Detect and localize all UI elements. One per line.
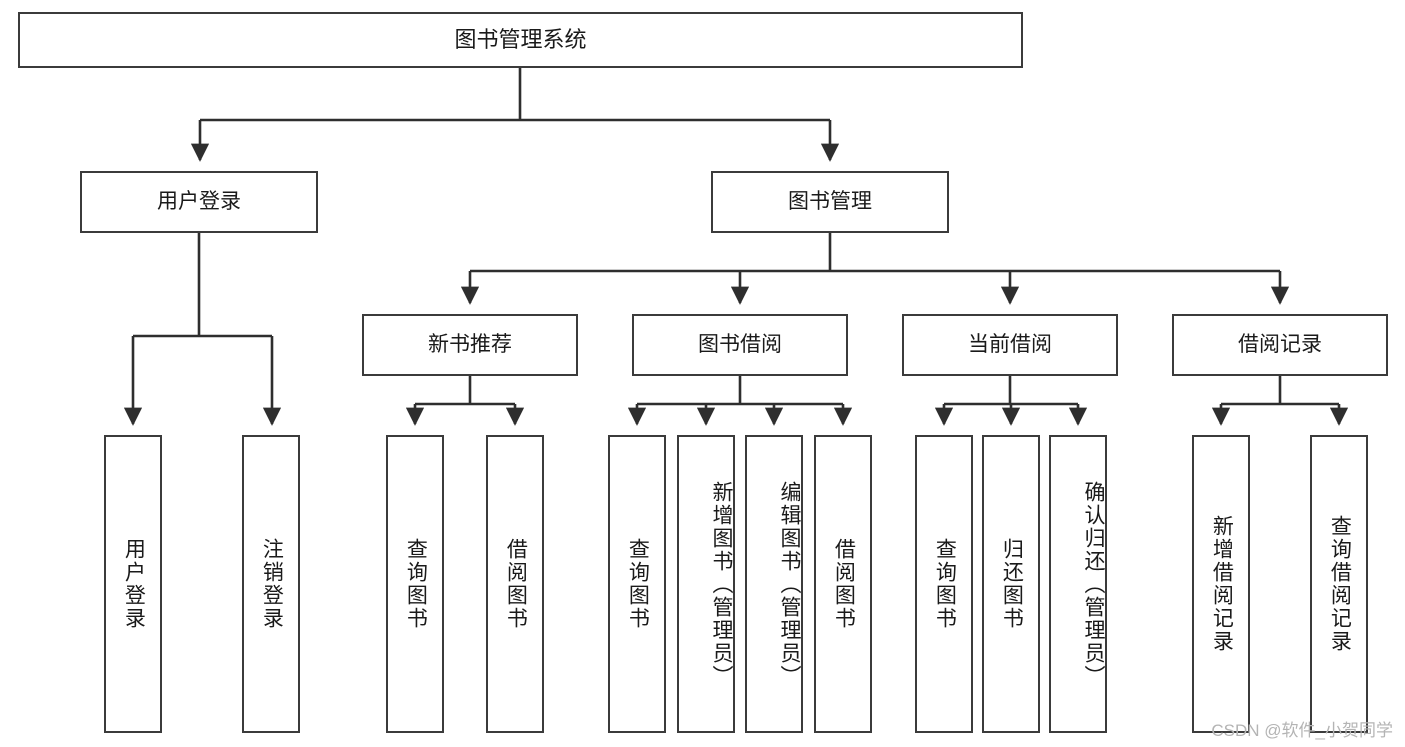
- node-borrow-record[interactable]: 借阅记录: [1172, 314, 1388, 376]
- leaf-edit-book-admin[interactable]: 编辑图书（管理员）: [745, 435, 803, 733]
- node-book-management[interactable]: 图书管理: [711, 171, 949, 233]
- leaf-query-borrow-record[interactable]: 查询借阅记录: [1310, 435, 1368, 733]
- leaf-return-book[interactable]: 归还图书: [982, 435, 1040, 733]
- node-root[interactable]: 图书管理系统: [18, 12, 1023, 68]
- node-user-login[interactable]: 用户登录: [80, 171, 318, 233]
- node-new-book-recommend[interactable]: 新书推荐: [362, 314, 578, 376]
- leaf-add-borrow-record[interactable]: 新增借阅记录: [1192, 435, 1250, 733]
- leaf-add-book-admin[interactable]: 新增图书（管理员）: [677, 435, 735, 733]
- leaf-user-login[interactable]: 用户登录: [104, 435, 162, 733]
- leaf-query-book-borrow[interactable]: 查询图书: [608, 435, 666, 733]
- node-book-borrow[interactable]: 图书借阅: [632, 314, 848, 376]
- leaf-confirm-return-admin[interactable]: 确认归还（管理员）: [1049, 435, 1107, 733]
- leaf-query-book-current[interactable]: 查询图书: [915, 435, 973, 733]
- leaf-logout[interactable]: 注销登录: [242, 435, 300, 733]
- leaf-query-book-recommend[interactable]: 查询图书: [386, 435, 444, 733]
- leaf-borrow-book-recommend[interactable]: 借阅图书: [486, 435, 544, 733]
- leaf-borrow-book[interactable]: 借阅图书: [814, 435, 872, 733]
- node-current-borrow[interactable]: 当前借阅: [902, 314, 1118, 376]
